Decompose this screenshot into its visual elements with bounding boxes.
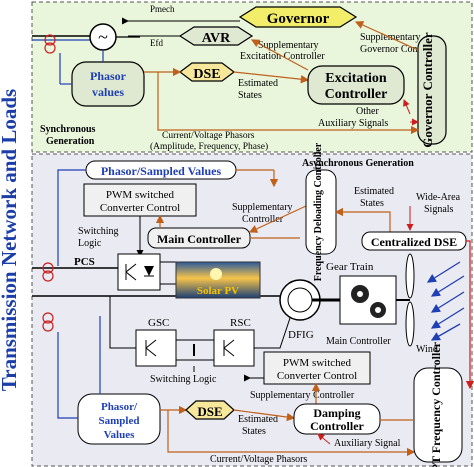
centralized-dse-label: Centralized DSE [371,235,457,249]
excitation-controller-box[interactable] [307,65,405,105]
current-voltage-sync-1: Current/Voltage Phasors [162,131,255,141]
pcs-label: PCS [74,256,95,268]
phasor-values-line2: values [92,85,124,99]
phasor-sampled-bottom-3: Values [104,429,135,441]
other-aux-2: Auxiliary Signals [318,118,388,129]
switching-logic-top-2: Logic [78,238,102,249]
dfig-label: DFIG [288,329,314,341]
governor-label: Governor [267,11,330,27]
phasor-sampled-top-label: Phasor/Sampled Values [101,164,222,178]
main-controller-bottom-label: Main Controller [326,336,391,347]
avr-block[interactable] [178,26,254,46]
turbine-blade-icon [405,253,415,299]
frequency-deloading-label: Frequency Deloading Controller [313,142,324,281]
supplementary-controller-top-1: Supplementary [232,202,293,213]
wind-label: Wind [416,344,438,355]
estimated-states-sync-1: Estimated [238,78,278,89]
supplementary-governor-2: Governor Controller [360,44,443,55]
current-voltage-bottom: Current/Voltage Phasors [210,454,307,465]
pcs-converter [117,253,161,291]
excitation-controller-line2: Controller [325,87,388,102]
main-controller-top-label: Main Controller [157,232,242,246]
governor-block[interactable] [238,6,358,28]
async-section-label: Asynchronous Generation [302,158,414,169]
rsc-label: RSC [230,317,251,329]
supplementary-controller-top-2: Controller [242,214,284,225]
phasor-sampled-bottom-box[interactable] [77,393,161,445]
pwm-top-line1: PWM switched [106,189,175,201]
wind-arrows-icon [426,261,465,341]
avr-label: AVR [202,31,231,46]
supplementary-controller-bottom: Supplementary Controller [250,390,355,401]
auxiliary-signal-label: Auxiliary Signal [334,438,401,449]
gear-train-box [339,275,397,325]
pwm-bottom-line2: Converter Control [277,370,357,382]
mppt-label: MPPT Frequency Controller [429,341,443,467]
wide-area-1: Wide-Area [416,192,461,203]
e-fd-label: Efd [150,38,163,48]
switching-logic-top-1: Switching [78,226,119,237]
governor-controller-label: Governor Controller [420,32,435,148]
pwm-bottom-box[interactable] [263,351,371,385]
wide-area-2: Signals [424,204,454,215]
excitation-controller-line1: Excitation [325,71,387,86]
estimated-states-sync-2: States [238,90,262,101]
svg-text:~: ~ [98,27,108,47]
other-aux-1: Other [356,106,379,117]
gear-train-label: Gear Train [326,261,374,273]
switching-logic-bottom-label: Switching Logic [150,374,217,385]
dse-sync-label: DSE [193,67,220,82]
supplementary-excitation-1: Supplementary [258,40,319,51]
vertical-title: Transmission Network and Loads [0,89,21,391]
pwm-bottom-line1: PWM switched [283,357,352,369]
phasor-values-line1: Phasor [90,69,127,83]
phasor-sampled-bottom-1: Phasor/ [101,401,138,413]
gsc-converter [135,329,177,367]
damping-controller-2: Controller [310,419,364,433]
damping-controller-box[interactable] [293,403,381,435]
solar-pv-label: Solar PV [197,285,239,297]
sync-section-label-2: Generation [46,136,95,147]
damping-controller-1: Damping [313,406,360,420]
sync-section-label-1: Synchronous [40,124,96,135]
estimated-states-top-1: Estimated [354,186,394,197]
p-mech-label: Pmech [150,4,175,14]
current-voltage-sync-2: (Amplitude, Frequency, Phase) [150,141,268,152]
solar-pv-image [175,261,261,299]
pwm-top-line2: Converter Control [100,202,180,214]
estimated-states-bottom-2: States [242,426,266,437]
dse-bottom-label: DSE [197,404,222,419]
estimated-states-top-2: States [360,198,384,209]
governor-controller-box[interactable] [417,35,447,145]
pwm-top-box[interactable] [83,183,197,217]
gsc-label: GSC [148,317,169,329]
phasor-sampled-bottom-2: Sampled [99,415,140,427]
rsc-converter [213,329,255,367]
estimated-states-bottom-1: Estimated [238,414,278,425]
mppt-box[interactable] [413,367,463,463]
